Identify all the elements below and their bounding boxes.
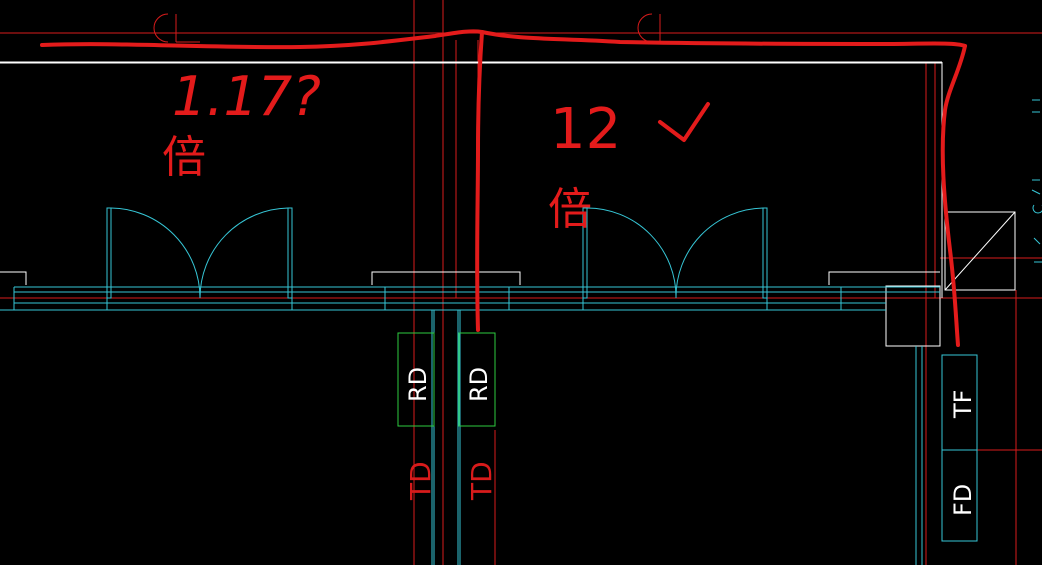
right-edge-marks <box>1031 99 1042 263</box>
note-left-unit: 倍 <box>162 132 206 183</box>
fd-label: FD <box>949 484 977 516</box>
note-right-unit: 倍 <box>548 184 592 235</box>
ledge-left <box>0 271 27 285</box>
door-left-jamb-a <box>106 207 112 299</box>
edge-mark-2 <box>1031 179 1041 195</box>
shaft-diagonal <box>944 211 1016 291</box>
door-right-arc-b <box>675 207 764 299</box>
door-right-jamb-a <box>582 207 588 299</box>
tf-label: TF <box>949 390 977 419</box>
axis-tag-left-shape <box>153 13 169 43</box>
edge-mark-3 <box>1032 204 1042 214</box>
ledge-right <box>828 271 940 285</box>
annotation-top-line <box>40 29 967 50</box>
axis-tag-left-label: CL <box>158 49 160 51</box>
rd-right-label: RD <box>465 367 493 402</box>
rd-left-label: RD <box>404 367 432 402</box>
door-left-jamb-b <box>287 207 293 299</box>
door-left <box>106 207 293 299</box>
note-right-number: 12 <box>550 97 621 162</box>
shaft-box <box>944 211 1016 291</box>
check-mark: ✓ <box>0 0 1 1</box>
rd-boxes <box>397 332 496 427</box>
door-right <box>582 207 768 299</box>
td-left-label: TD <box>404 461 437 501</box>
edge-mark-4 <box>1033 237 1042 263</box>
check-mark-stroke <box>658 102 710 142</box>
axis-tag-right-shape <box>637 13 653 43</box>
annotation-strokes <box>40 29 967 347</box>
door-right-jamb-b <box>762 207 768 299</box>
rd-box-left[interactable] <box>397 332 435 427</box>
ledge-mid <box>371 271 521 285</box>
note-left-number: 1.17? <box>172 65 321 128</box>
rd-box-right[interactable] <box>458 332 496 427</box>
door-left-arc-a <box>110 207 201 299</box>
edge-mark-1 <box>1032 99 1040 113</box>
column-box <box>885 285 941 347</box>
door-right-arc-a <box>586 207 677 299</box>
tf-fd-box[interactable] <box>941 354 978 542</box>
wall-outlines <box>0 61 1016 347</box>
annotation-right-riser <box>940 44 967 347</box>
annotation-left-riser <box>475 30 484 332</box>
axis-tag-right-label: CL <box>640 49 642 51</box>
door-left-arc-b <box>199 207 289 299</box>
td-right-label: TD <box>465 461 498 501</box>
